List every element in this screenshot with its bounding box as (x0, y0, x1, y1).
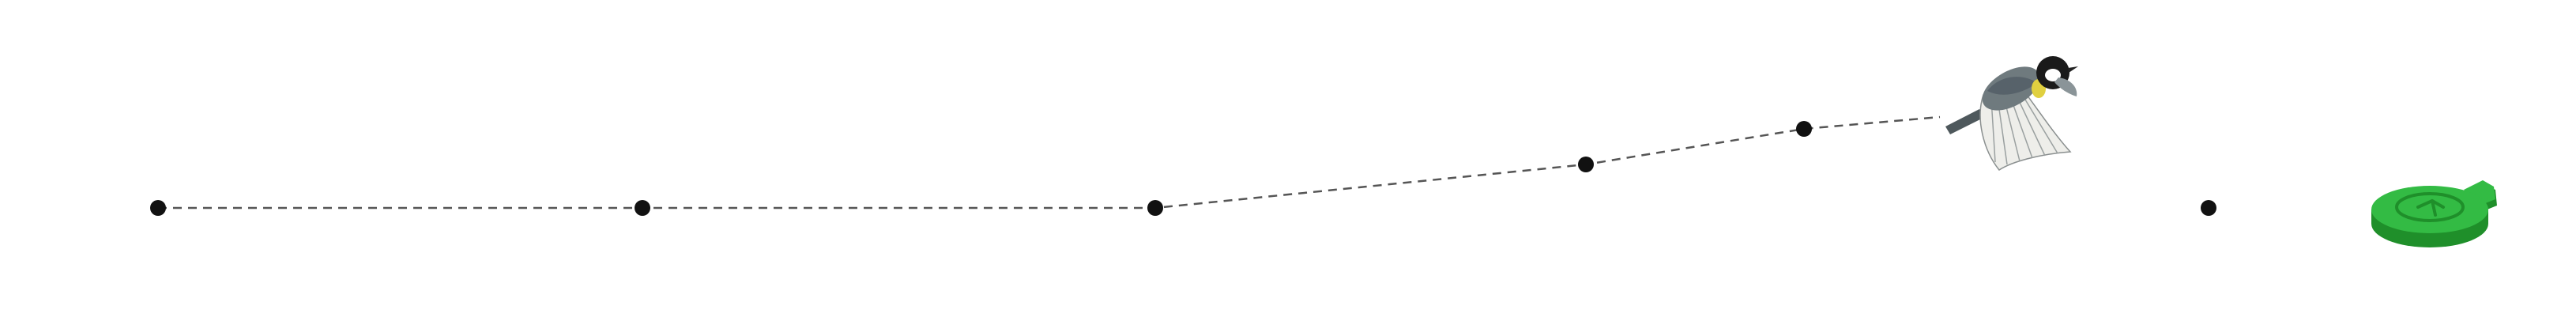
waypoint-5 (1796, 121, 1812, 137)
flying-bird-icon (1945, 56, 2078, 172)
waypoint-4 (1578, 157, 1594, 172)
waypoint-2 (635, 200, 650, 216)
green-target-disc-icon (2371, 180, 2497, 247)
dashed-flight-path (158, 115, 1941, 210)
waypoint-6 (2201, 200, 2216, 216)
waypoint-3 (1147, 200, 1163, 216)
waypoint-1 (150, 200, 166, 216)
